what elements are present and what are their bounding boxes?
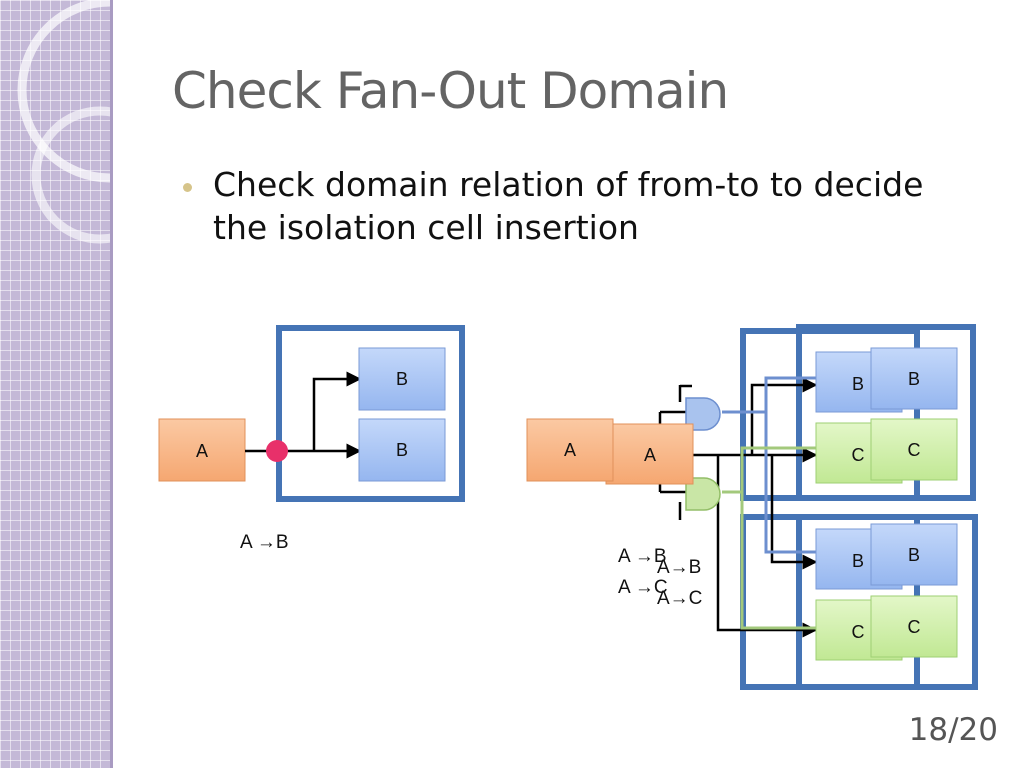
- right-source-shadow-block: [605, 423, 694, 485]
- back-target-label: B: [852, 374, 864, 394]
- left-target-block: [358, 418, 446, 482]
- left-source-label: A: [196, 441, 208, 461]
- front-target-block-b: [870, 347, 958, 410]
- front-target-label: B: [908, 369, 920, 389]
- back-target-label: C: [852, 445, 865, 465]
- bullet-text: Check domain relation of from-to to deci…: [213, 165, 924, 247]
- right-source-label: A: [564, 440, 576, 460]
- bullet-dot: [183, 183, 192, 192]
- isolation-gate-blue: [685, 397, 721, 431]
- front-target-block-b: [870, 523, 958, 586]
- relation-label-back: A →C: [618, 577, 668, 598]
- front-target-block-c: [870, 595, 958, 658]
- right-source-shadow-label: A: [644, 445, 656, 465]
- decorative-sidebar: [0, 0, 113, 768]
- domain-box-front-top: [796, 324, 976, 501]
- relation-label-front: A→C: [657, 588, 703, 609]
- front-target-label: C: [908, 617, 921, 637]
- back-target-label: B: [852, 551, 864, 571]
- isolation-point: [266, 440, 288, 462]
- front-target-label: B: [908, 545, 920, 565]
- slide-title: Check Fan-Out Domain: [172, 62, 729, 120]
- page-number: 18/20: [908, 712, 998, 748]
- left-source-block: [158, 418, 246, 482]
- relation-label-front: A→B: [657, 557, 702, 578]
- domain-box-front-bottom: [796, 514, 978, 690]
- left-relation-label: A →B: [240, 532, 289, 553]
- back-target-label: C: [852, 622, 865, 642]
- right-source-block: [526, 418, 614, 482]
- relation-label-back: A →B: [618, 546, 667, 567]
- left-target-label: B: [396, 440, 408, 460]
- left-target-label: B: [396, 369, 408, 389]
- isolation-gate-green: [685, 477, 721, 511]
- right-diagram: A A B C B C B C B C: [526, 324, 978, 690]
- left-target-block: [358, 347, 446, 411]
- left-diagram: A B B: [158, 325, 465, 502]
- front-target-block-c: [870, 418, 958, 481]
- left-domain-box: [276, 325, 465, 502]
- front-target-label: C: [908, 440, 921, 460]
